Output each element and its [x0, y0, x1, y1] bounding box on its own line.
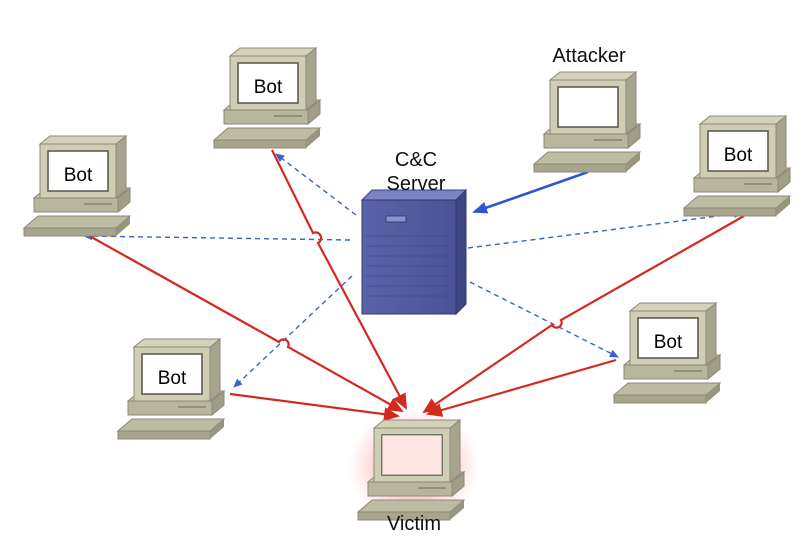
attack-line-left-bot — [85, 233, 404, 412]
attack-line-lower-right-bot — [426, 358, 617, 417]
attacker-computer — [533, 71, 641, 173]
bot-top — [213, 47, 321, 149]
control-line-left-bot — [83, 232, 351, 241]
bot-lower-right-label: Bot — [654, 332, 683, 353]
control-line-right-bot — [467, 210, 743, 249]
attack-line-top-bot — [271, 149, 407, 410]
control-line-lower-left-bot — [233, 275, 353, 388]
attack-line-right-bot — [422, 215, 745, 414]
bot-right — [683, 115, 791, 217]
control-line-top-bot — [275, 153, 357, 216]
victim-screen-tint — [382, 435, 442, 475]
bot-top-label: Bot — [254, 77, 283, 98]
bot-right-label: Bot — [724, 145, 753, 166]
control-line-lower-right-bot — [469, 281, 619, 358]
cc-server-label-line2: Server — [387, 173, 446, 195]
attack-lines — [85, 149, 745, 422]
bot-left-label: Bot — [64, 165, 93, 186]
victim-label: Victim — [387, 513, 441, 535]
attack-line-lower-left-bot — [229, 392, 400, 422]
bot-lower-left — [117, 338, 225, 440]
bot-lower-right — [613, 302, 721, 404]
bot-left — [23, 135, 131, 237]
cc-server-label-line1: C&C — [395, 149, 437, 171]
cc-server — [360, 188, 468, 316]
bot-lower-left-label: Bot — [158, 368, 187, 389]
attacker-label: Attacker — [552, 45, 626, 67]
attacker-command-arrow — [472, 170, 589, 214]
control-lines — [83, 153, 743, 388]
